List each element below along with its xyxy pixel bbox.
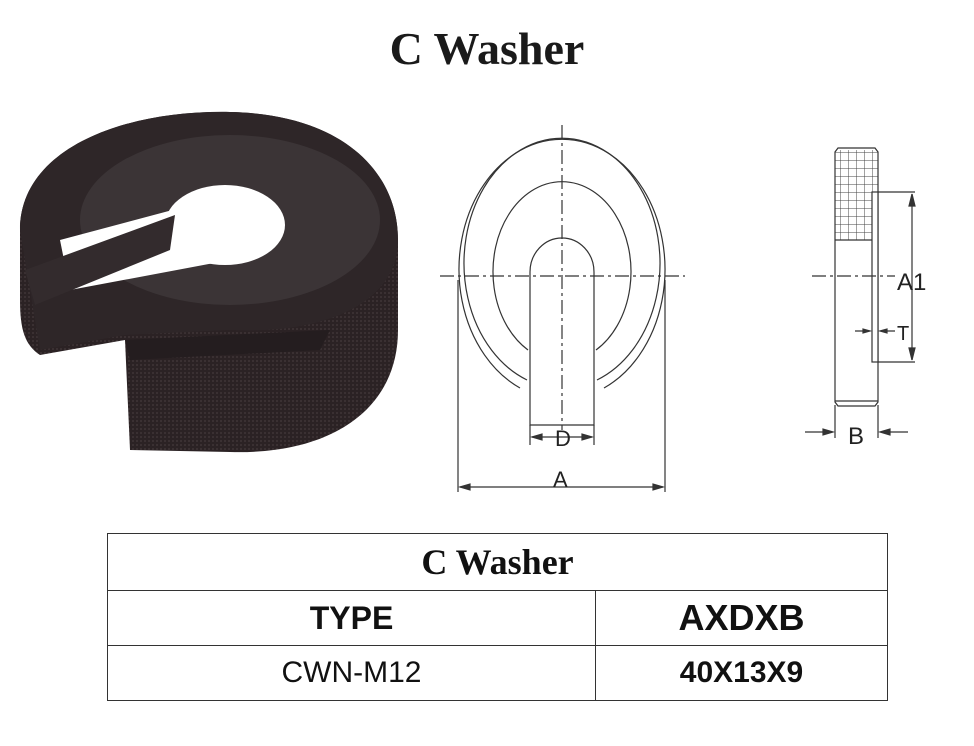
spec-table: C Washer TYPE AXDXB CWN-M12 40X13X9 [107,533,888,701]
front-view-drawing [440,125,685,492]
side-view-drawing [805,147,916,438]
dim-d-label: D [555,426,571,451]
dim-b-label: B [848,423,864,450]
table-header-row: TYPE AXDXB [107,590,888,646]
dim-a1-label: A1 [897,269,926,296]
cell-type: CWN-M12 [107,645,596,701]
table-title: C Washer [107,533,888,591]
header-type: TYPE [107,590,596,646]
table-row: CWN-M12 40X13X9 [107,645,888,701]
cell-dimensions: 40X13X9 [595,645,888,701]
dim-a-label: A [553,467,568,492]
header-dimensions: AXDXB [595,590,888,646]
washer-photo [20,111,398,453]
page-title: C Washer [389,23,585,74]
dim-t-label: T [897,323,909,345]
